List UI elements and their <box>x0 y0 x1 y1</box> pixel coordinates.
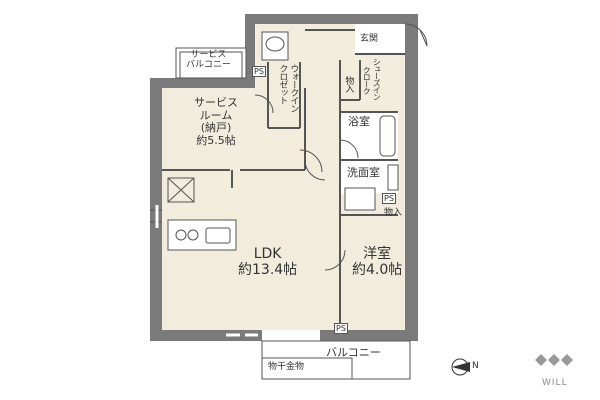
compass-icon <box>451 358 470 376</box>
label-walk-in-closet-1: ウォークイン <box>288 64 299 112</box>
balcony <box>261 340 411 380</box>
label-shoes-closet-1: シューズイン <box>372 58 382 100</box>
label-western-room: 洋室 約4.0帖 <box>352 246 403 279</box>
label-storage-1: 物入 <box>343 76 354 92</box>
label-drying-hardware: 物干金物 <box>268 362 305 372</box>
label-balcony: バルコニー <box>326 346 381 359</box>
doors <box>150 23 428 271</box>
interior-walls <box>162 29 405 330</box>
label-walk-in-closet-2: クロゼット <box>277 64 288 104</box>
kitchen-counter <box>167 219 237 251</box>
wash-basin <box>344 164 399 211</box>
label-service-balcony: サービス バルコニー <box>186 50 231 71</box>
label-service-room: サービス ルーム (納戸) 約5.5帖 <box>194 96 238 147</box>
windows <box>155 205 258 337</box>
bathtub <box>379 115 396 157</box>
label-ldk: LDK 約13.4帖 <box>238 246 298 279</box>
label-storage-2: 物入 <box>384 208 403 218</box>
label-entrance: 玄関 <box>360 34 379 44</box>
label-washroom: 洗面室 <box>347 166 380 179</box>
range-hood <box>167 177 195 203</box>
ps-marker-2: PS <box>382 193 396 204</box>
service-balcony <box>175 47 247 79</box>
label-shoes-closet-2: クローク <box>362 66 372 94</box>
logo-text: WILL <box>542 378 568 388</box>
will-logo <box>535 354 573 366</box>
ps-marker-3: PS <box>334 323 348 334</box>
ps-marker-1: PS <box>252 66 266 77</box>
compass-label: N <box>472 361 479 371</box>
toilet <box>261 31 289 61</box>
label-bath: 浴室 <box>348 115 370 128</box>
